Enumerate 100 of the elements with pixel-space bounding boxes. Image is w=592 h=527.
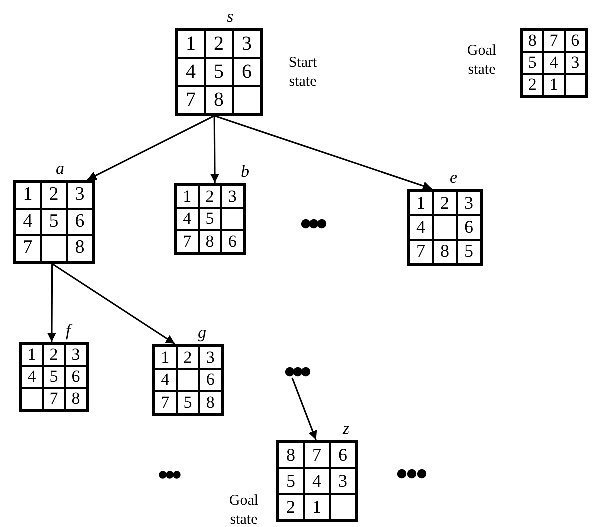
tile-number: 1 bbox=[183, 186, 192, 208]
arrow bbox=[47, 264, 56, 342]
tile-number: 5 bbox=[528, 52, 537, 74]
puzzle-tile bbox=[205, 58, 233, 86]
tile-number: 1 bbox=[550, 74, 558, 96]
tile-number: 5 bbox=[49, 210, 59, 234]
puzzle-tile bbox=[67, 235, 93, 262]
tile-number: 6 bbox=[242, 60, 252, 85]
state-caption: Start state bbox=[288, 54, 318, 92]
tile-number: 6 bbox=[228, 230, 237, 253]
puzzle-tile bbox=[198, 208, 222, 230]
puzzle-grid bbox=[19, 342, 89, 412]
puzzle-tile bbox=[543, 52, 565, 74]
puzzle-tile bbox=[522, 74, 544, 96]
tile-number: 3 bbox=[228, 186, 237, 208]
tile-number: 7 bbox=[23, 236, 33, 260]
puzzle-tile bbox=[457, 215, 481, 240]
puzzle-tile bbox=[543, 74, 565, 96]
puzzle-tile bbox=[409, 215, 433, 240]
puzzle-tile bbox=[278, 468, 304, 494]
tile-number: 8 bbox=[72, 388, 80, 410]
puzzle-tile bbox=[198, 185, 222, 208]
tile-number: 6 bbox=[338, 444, 348, 466]
puzzle-tile bbox=[278, 442, 304, 468]
puzzle-tile bbox=[176, 230, 199, 253]
puzzle-tile bbox=[221, 230, 244, 253]
puzzle-tile bbox=[278, 494, 304, 520]
tile-number: 4 bbox=[550, 52, 558, 74]
tile-number: 2 bbox=[440, 192, 450, 215]
blank-tile bbox=[41, 235, 67, 262]
state-label: z bbox=[343, 420, 350, 437]
puzzle-tile bbox=[154, 391, 177, 414]
tile-number: 5 bbox=[206, 208, 214, 230]
tile-number: 3 bbox=[242, 32, 252, 57]
puzzle-tile bbox=[21, 344, 43, 366]
tile-number: 2 bbox=[50, 344, 58, 366]
arrow bbox=[214, 115, 432, 190]
state-label: g bbox=[198, 324, 206, 341]
puzzle-tile bbox=[205, 86, 233, 114]
puzzle-tile bbox=[330, 442, 356, 468]
tile-number: 2 bbox=[49, 183, 59, 208]
tile-number: 4 bbox=[28, 366, 36, 388]
tile-number: 6 bbox=[206, 369, 215, 392]
state-label: a bbox=[56, 160, 64, 177]
puzzle-grid bbox=[276, 440, 358, 522]
tile-number: 8 bbox=[75, 236, 85, 260]
tile-number: 6 bbox=[571, 30, 580, 52]
blank-tile bbox=[330, 494, 356, 520]
tile-number: 3 bbox=[72, 344, 80, 366]
tile-number: 5 bbox=[184, 392, 192, 414]
state-caption: Goal state bbox=[466, 42, 498, 80]
tile-number: 6 bbox=[72, 366, 80, 388]
puzzle-tile bbox=[41, 208, 67, 236]
arrow bbox=[52, 263, 176, 345]
puzzle-grid bbox=[520, 28, 588, 98]
blank-tile bbox=[233, 86, 261, 114]
puzzle-tile bbox=[154, 368, 177, 392]
tile-number: 5 bbox=[214, 60, 224, 85]
tile-number: 7 bbox=[161, 392, 170, 414]
state-label: s bbox=[227, 8, 234, 25]
tile-number: 1 bbox=[186, 32, 196, 57]
ellipsis-icon bbox=[158, 470, 182, 480]
tile-number: 6 bbox=[464, 216, 474, 239]
tile-number: 2 bbox=[528, 74, 537, 96]
puzzle-grid bbox=[13, 180, 95, 264]
tile-number: 8 bbox=[214, 88, 224, 113]
tile-number: 6 bbox=[75, 210, 85, 234]
puzzle-tile bbox=[177, 30, 205, 58]
blank-tile bbox=[221, 208, 244, 230]
tile-number: 4 bbox=[23, 210, 33, 234]
puzzle-tile bbox=[433, 191, 457, 216]
puzzle-tile bbox=[43, 344, 65, 366]
puzzle-tile bbox=[543, 30, 565, 52]
tile-number: 1 bbox=[23, 183, 33, 208]
puzzle-tile bbox=[67, 208, 93, 236]
puzzle-tile bbox=[176, 208, 199, 230]
puzzle-tile bbox=[65, 388, 87, 410]
puzzle-tile bbox=[21, 366, 43, 388]
tile-number: 1 bbox=[161, 346, 170, 369]
tile-number: 5 bbox=[464, 240, 474, 264]
puzzle-tile bbox=[205, 30, 233, 58]
arrow bbox=[292, 378, 318, 440]
puzzle-tile bbox=[233, 58, 261, 86]
puzzle-grid bbox=[174, 183, 246, 255]
blank-tile bbox=[433, 215, 457, 240]
tile-number: 4 bbox=[186, 60, 196, 85]
puzzle-tile bbox=[199, 368, 222, 392]
tile-number: 3 bbox=[206, 346, 215, 369]
puzzle-tile bbox=[176, 391, 200, 414]
tile-number: 5 bbox=[50, 366, 58, 388]
puzzle-tile bbox=[15, 182, 41, 209]
tile-number: 3 bbox=[338, 470, 348, 492]
blank-tile bbox=[21, 388, 43, 410]
tile-number: 1 bbox=[312, 496, 322, 518]
tile-number: 4 bbox=[312, 470, 322, 492]
tile-number: 4 bbox=[183, 208, 192, 230]
tile-number: 1 bbox=[28, 344, 36, 366]
tile-number: 2 bbox=[214, 32, 224, 57]
state-label: b bbox=[241, 163, 250, 180]
puzzle-tile bbox=[564, 52, 586, 74]
